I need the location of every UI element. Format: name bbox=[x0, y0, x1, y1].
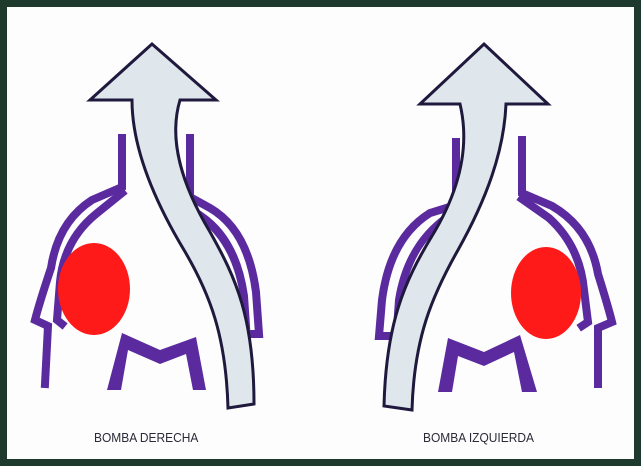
left-pump-red-circle bbox=[58, 243, 130, 335]
right-pump-red-circle bbox=[511, 247, 581, 339]
caption-left-pump: BOMBA IZQUIERDA bbox=[423, 430, 534, 445]
right-pump bbox=[379, 44, 612, 410]
caption-right-pump: BOMBA DERECHA bbox=[94, 430, 198, 445]
right-pump-m-shape bbox=[438, 335, 537, 392]
left-pump-m-shape bbox=[107, 333, 206, 390]
left-pump bbox=[35, 44, 259, 408]
